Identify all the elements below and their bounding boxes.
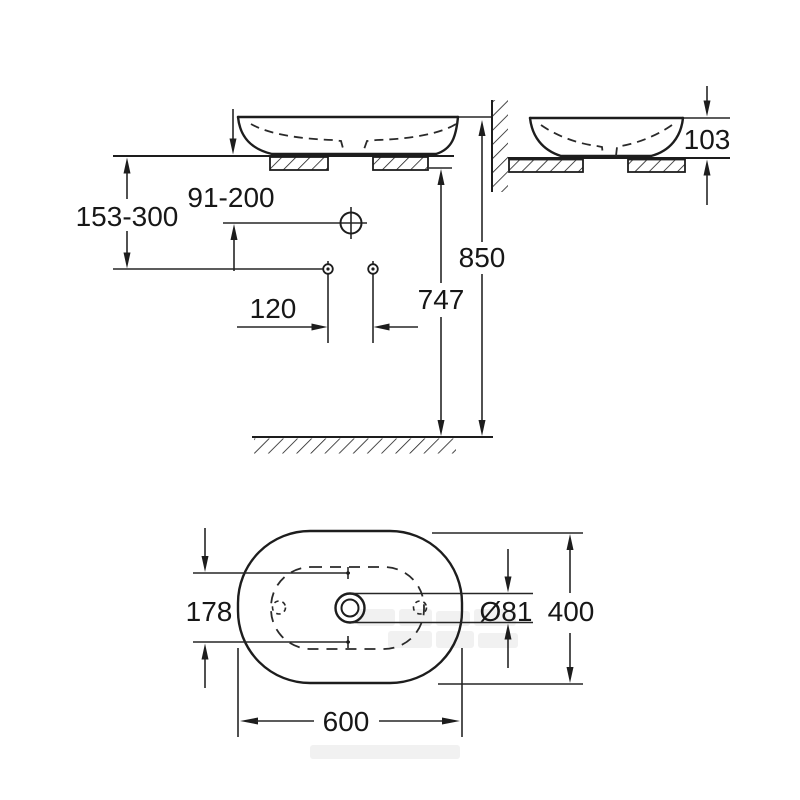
watermark-block xyxy=(436,631,474,648)
dimension-label-103: 103 xyxy=(684,124,731,155)
dim-arrow-left xyxy=(240,717,258,725)
dimension-label-850: 850 xyxy=(459,242,506,273)
dimension-label-400: 400 xyxy=(548,596,595,627)
countertop-section-left xyxy=(269,156,329,171)
basin-plan-inner-bowl xyxy=(270,566,425,650)
dimension-basin-depth: 400 xyxy=(432,532,595,685)
dim-arrow-up xyxy=(123,157,131,174)
dimension-basin-width: 600 xyxy=(237,648,463,737)
dimension-basin-height: 103 xyxy=(684,86,731,205)
dim-arrow-down xyxy=(229,138,237,155)
dimension-drain-diameter: Ø81 xyxy=(480,549,533,668)
drain-hole-inner-circle xyxy=(340,598,360,618)
dimension-tap-hole-span: 178 xyxy=(186,528,350,688)
dimension-faucet-height-range: 153-300 xyxy=(76,157,179,269)
dim-arrow-up xyxy=(230,224,238,240)
dimension-label-91-200: 91-200 xyxy=(187,182,274,213)
dimension-label-153-300: 153-300 xyxy=(76,201,179,232)
basin-front-inner-contour-left xyxy=(250,123,345,153)
basin-front-bowl-outline xyxy=(236,115,460,156)
dimension-label-diameter-81: Ø81 xyxy=(480,596,533,627)
basin-front-inner-contour-right xyxy=(362,123,457,153)
dim-arrow-up xyxy=(437,169,445,185)
basin-side-bowl-outline xyxy=(528,116,685,158)
dimension-label-600: 600 xyxy=(323,706,370,737)
dim-arrow-up xyxy=(478,120,486,136)
dim-arrow-down xyxy=(437,420,445,436)
dimension-counter-underside-height: 747 xyxy=(418,169,465,436)
dim-arrow-up xyxy=(703,159,711,176)
dimension-label-747: 747 xyxy=(418,284,465,315)
wall-hatching xyxy=(493,100,508,192)
faucet-hole-circle xyxy=(339,211,363,235)
drill-marker-right-dot xyxy=(371,267,375,271)
dim-arrow-down xyxy=(703,100,711,117)
watermark-block xyxy=(357,609,395,626)
basin-plan-outline xyxy=(236,529,464,685)
faucet-hole-marker xyxy=(223,207,367,239)
watermark-block xyxy=(436,611,470,626)
basin-side-inner-contour-left xyxy=(540,124,604,157)
side-counter-section-left xyxy=(508,158,584,173)
basin-side-inner-contour-right xyxy=(615,124,673,157)
drill-point-bottom xyxy=(346,640,350,644)
dim-arrow-right xyxy=(442,717,460,725)
dim-arrow-down xyxy=(566,667,574,683)
dim-arrow-up xyxy=(566,534,574,550)
dimension-rim-height: 850 xyxy=(459,120,506,436)
dim-arrow-left xyxy=(373,323,390,331)
watermark-block xyxy=(310,745,460,759)
side-view: 103 xyxy=(508,86,730,205)
drill-point-top xyxy=(346,571,350,575)
dimension-hole-spacing: 120 xyxy=(237,293,418,331)
dim-arrow-down xyxy=(123,252,131,269)
dim-arrow-up xyxy=(201,643,209,660)
drill-marker-left-dot xyxy=(326,267,330,271)
dim-arrow-down xyxy=(478,420,486,436)
countertop-section-right xyxy=(372,156,429,171)
front-view: 153-300 91-200 120 747 xyxy=(76,100,508,454)
side-counter-section-right xyxy=(627,158,686,173)
watermark-block xyxy=(478,633,518,648)
dimension-label-120: 120 xyxy=(250,293,297,324)
floor-hatching xyxy=(254,438,456,454)
dimension-label-178: 178 xyxy=(186,596,233,627)
dim-arrow-down xyxy=(504,576,512,593)
dim-arrow-right xyxy=(311,323,328,331)
watermark-block xyxy=(399,609,432,626)
tap-option-symbol-left xyxy=(271,600,287,615)
tap-option-symbol-right xyxy=(412,600,428,615)
dimension-spout-height-range: 91-200 xyxy=(187,109,275,271)
plan-view: Ø81 400 178 xyxy=(186,528,595,759)
dim-arrow-up xyxy=(504,623,512,640)
drain-hole-outer-circle xyxy=(334,592,366,624)
dim-arrow-down xyxy=(201,556,209,572)
